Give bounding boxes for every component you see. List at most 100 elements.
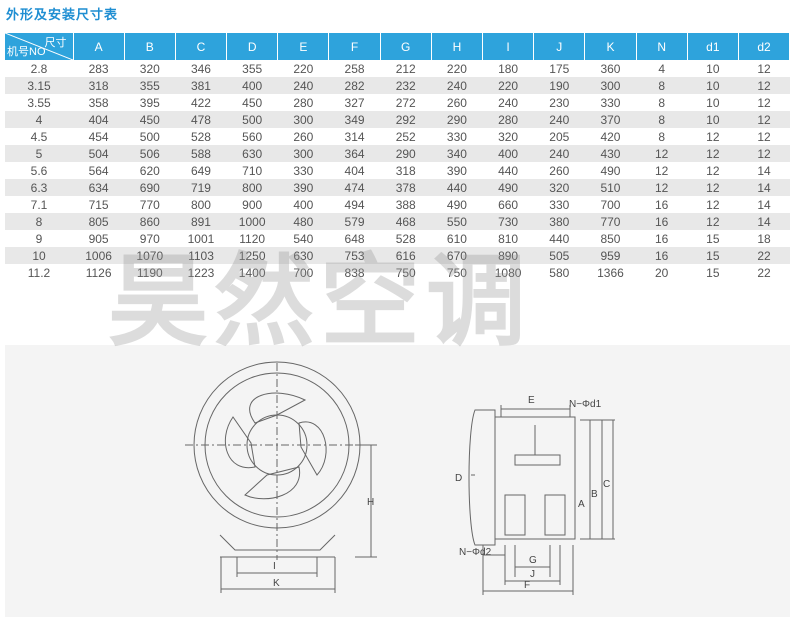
table-cell: 12 — [757, 61, 771, 76]
column-header: B — [124, 33, 176, 60]
table-cell: 15 — [706, 265, 720, 280]
table-cell: 710 — [242, 163, 263, 178]
table-cell: 454 — [88, 129, 109, 144]
column-header: d2 — [738, 33, 790, 60]
table-cell: 494 — [344, 197, 365, 212]
table-cell: 1000 — [226, 213, 278, 230]
table-cell: 770 — [584, 213, 637, 230]
table-cell: 550 — [431, 213, 483, 230]
table-cell: 1190 — [136, 265, 163, 280]
table-cell: 753 — [328, 247, 381, 264]
table-cell: 260 — [446, 95, 467, 110]
table-cell: 12 — [687, 179, 739, 196]
table-cell: 220 — [293, 61, 314, 76]
table-cell: 20 — [654, 265, 669, 280]
table-cell: 1120 — [239, 231, 266, 246]
table-cell: 14 — [757, 163, 771, 178]
table-cell: 404 — [73, 111, 125, 128]
table-cell: 8 — [636, 77, 688, 94]
label-n-d2: N−Φd2 — [459, 547, 492, 558]
table-cell: 320 — [139, 61, 160, 76]
table-cell: 300 — [584, 77, 637, 94]
table-cell: 616 — [380, 247, 432, 264]
corner-diagonal-line — [5, 33, 73, 60]
table-cell: 480 — [277, 213, 329, 230]
table-cell: 8 — [636, 111, 688, 128]
label-j: J — [530, 569, 535, 580]
table-cell: 4 — [658, 61, 665, 76]
table-cell: 506 — [124, 145, 176, 162]
table-cell: 670 — [431, 247, 483, 264]
table-cell: 715 — [88, 197, 109, 212]
table-cell: 468 — [380, 213, 432, 230]
table-cell: 800 — [190, 197, 211, 212]
table-cell: 212 — [395, 61, 416, 76]
table-cell: 959 — [584, 247, 637, 264]
table-cell: 18 — [757, 231, 771, 246]
table-cell: 690 — [124, 179, 176, 196]
table-cell: 970 — [139, 231, 160, 246]
table-header-row: 尺寸 机号NO A B C D E F G H I J K N d1 d2 — [5, 33, 790, 60]
table-cell: 430 — [584, 145, 637, 162]
column-header: G — [380, 33, 432, 60]
table-cell: 540 — [293, 231, 314, 246]
table-cell: 1080 — [494, 265, 522, 280]
table-cell: 360 — [600, 61, 621, 76]
table-cell: 440 — [431, 179, 483, 196]
table-cell: 770 — [139, 197, 160, 212]
table-cell: 1366 — [597, 265, 624, 280]
table-cell: 579 — [328, 213, 381, 230]
table-cell: 327 — [344, 95, 365, 110]
table-cell: 330 — [549, 197, 570, 212]
table-cell: 560 — [242, 129, 263, 144]
table-cell: 381 — [175, 77, 227, 94]
table-cell: 272 — [395, 95, 416, 110]
table-cell: 390 — [446, 163, 467, 178]
table-cell: 12 — [738, 145, 790, 162]
column-header: J — [533, 33, 586, 60]
table-cell: 630 — [226, 145, 278, 162]
table-cell: 719 — [175, 179, 227, 196]
table-cell: 12 — [636, 145, 688, 162]
table-cell: 490 — [446, 197, 467, 212]
table-cell: 12 — [757, 129, 771, 144]
dimension-table: 尺寸 机号NO A B C D E F G H I J K N d1 d2 2.… — [5, 33, 790, 281]
label-c: C — [603, 479, 610, 490]
table-cell: 12 — [706, 163, 720, 178]
table-cell: 620 — [139, 163, 160, 178]
table-cell: 10 — [706, 95, 720, 110]
table-cell: 648 — [344, 231, 365, 246]
table-cell: 400 — [293, 197, 314, 212]
table-cell: 190 — [533, 77, 585, 94]
front-base-frame — [219, 534, 336, 551]
table-cell: 175 — [549, 61, 570, 76]
fan-drawing-svg: H I K E N−Φd1 D A B C N−Φd2 G J F — [185, 361, 615, 595]
table-cell: 750 — [446, 265, 467, 280]
table-cell: 440 — [549, 231, 570, 246]
table-cell: 252 — [395, 129, 416, 144]
table-cell: 220 — [482, 77, 534, 94]
table-cell: 22 — [757, 265, 771, 280]
table-cell: 1400 — [238, 265, 266, 280]
table-cell: 395 — [139, 95, 160, 110]
table-cell: 12 — [738, 77, 790, 94]
table-cell: 500 — [226, 111, 278, 128]
table-cell: 290 — [431, 111, 483, 128]
table-cell: 258 — [344, 61, 365, 76]
table-cell: 905 — [88, 231, 109, 246]
table-cell: 240 — [431, 77, 483, 94]
table-cell: 14 — [757, 197, 771, 212]
table-cell: 450 — [124, 111, 176, 128]
table-cell: 700 — [293, 265, 314, 280]
table-cell: 450 — [242, 95, 263, 110]
table-cell: 12 — [757, 95, 771, 110]
table-cell: 240 — [498, 95, 519, 110]
table-cell: 8 — [658, 95, 665, 110]
table-cell: 180 — [498, 61, 519, 76]
table-cell: 388 — [395, 197, 416, 212]
